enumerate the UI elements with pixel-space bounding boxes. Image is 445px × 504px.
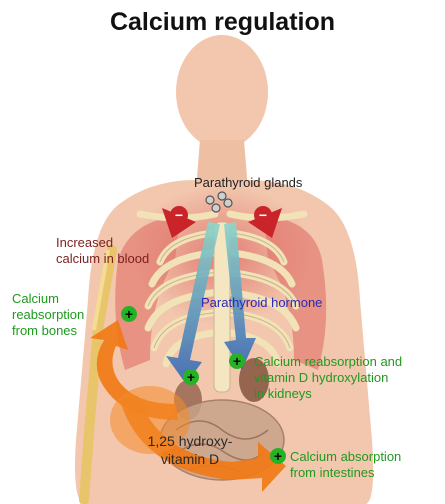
increased-calcium-line: calcium in blood (56, 251, 149, 267)
intestine-absorption-label: Calcium absorption from intestines (290, 449, 401, 481)
bone-reabsorption-label: Calcium reabsorption from bones (12, 291, 84, 339)
vitamin-d-line: vitamin D (130, 450, 250, 468)
kidney-reabsorption-line: vitamin D hydroxylation (254, 370, 402, 386)
parathyroid-hormone-label: Parathyroid hormone (201, 295, 322, 311)
kidney-reabsorption-line: in kidneys (254, 386, 402, 402)
plus-sign-kidney-right: + (229, 353, 245, 369)
plus-sign-kidney-left: + (183, 369, 199, 385)
intestine-absorption-line: from intestines (290, 465, 401, 481)
kidney-reabsorption-label: Calcium reabsorption and vitamin D hydro… (254, 354, 402, 402)
vitamin-d-label: 1,25 hydroxy- vitamin D (130, 432, 250, 468)
minus-sign-right: − (254, 206, 272, 224)
plus-sign-intestines: + (270, 448, 286, 464)
bone-reabsorption-line: reabsorption (12, 307, 84, 323)
kidney-reabsorption-line: Calcium reabsorption and (254, 354, 402, 370)
minus-sign-left: − (170, 206, 188, 224)
increased-calcium-line: Increased (56, 235, 149, 251)
vitamin-d-line: 1,25 hydroxy- (130, 432, 250, 450)
plus-sign-bones: + (121, 306, 137, 322)
intestine-absorption-line: Calcium absorption (290, 449, 401, 465)
increased-calcium-label: Increased calcium in blood (56, 235, 149, 267)
bone-reabsorption-line: from bones (12, 323, 84, 339)
parathyroid-glands-label: Parathyroid glands (194, 175, 302, 191)
bone-reabsorption-line: Calcium (12, 291, 84, 307)
page-title: Calcium regulation (0, 8, 445, 37)
